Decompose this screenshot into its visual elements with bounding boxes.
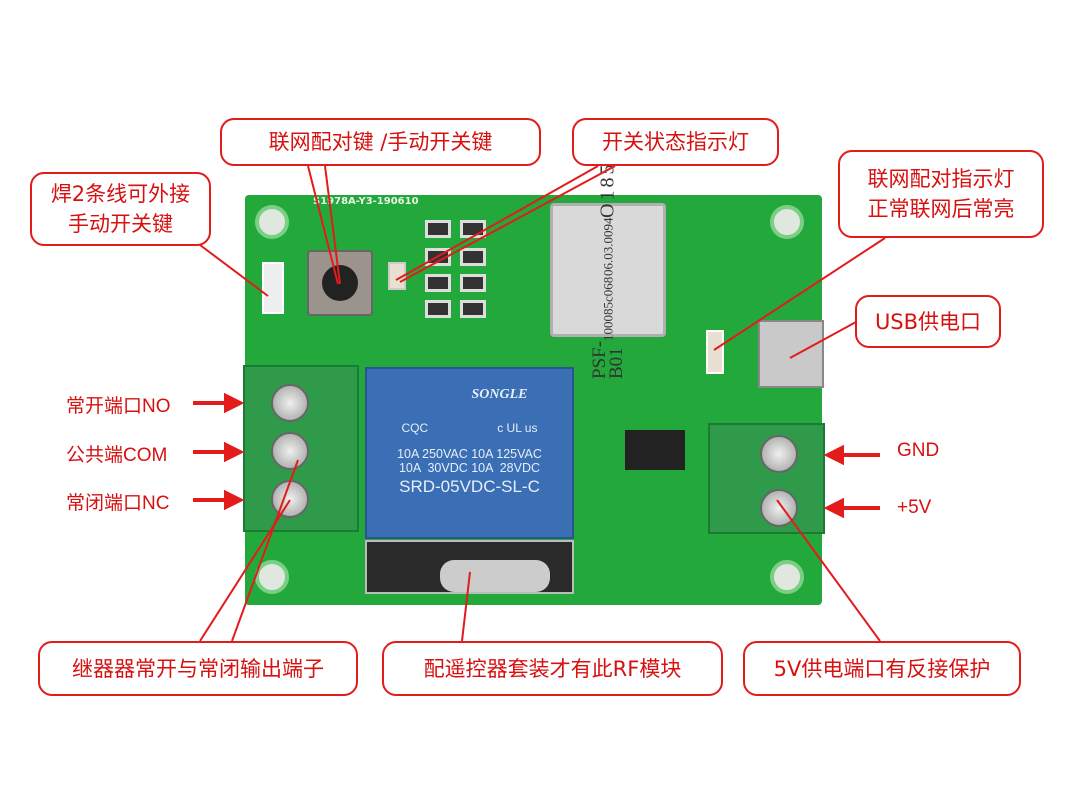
callout-relay-terminals: 继器器常开与常闭输出端子 bbox=[38, 641, 358, 696]
mount-hole bbox=[255, 560, 289, 594]
callout-rf-module: 配遥控器套装才有此RF模块 bbox=[382, 641, 723, 696]
smd-part bbox=[425, 274, 451, 292]
callout-text: 联网配对指示灯 bbox=[867, 167, 1015, 191]
smd-part bbox=[460, 248, 486, 266]
screw-com[interactable] bbox=[271, 432, 309, 470]
relay-rating-1: 10A 250VAC 10A 125VAC bbox=[397, 447, 542, 461]
callout-external-switch: 焊2条线可外接 手动开关键 bbox=[30, 172, 211, 246]
callout-text: 焊2条线可外接 bbox=[50, 182, 191, 206]
screw-gnd[interactable] bbox=[760, 435, 798, 473]
voltage-regulator bbox=[625, 430, 685, 470]
mount-hole bbox=[770, 205, 804, 239]
pcb-code: S1978A-Y3-190610 bbox=[313, 196, 419, 207]
external-switch-pads bbox=[262, 262, 284, 314]
label-5v: +5V bbox=[897, 497, 932, 518]
mount-hole bbox=[770, 560, 804, 594]
relay-certs: CQC c UL us bbox=[367, 421, 572, 435]
smd-part bbox=[425, 300, 451, 318]
relay-brand: SONGLE bbox=[471, 387, 528, 402]
callout-pair-led: 联网配对指示灯 正常联网后常亮 bbox=[838, 150, 1044, 238]
smd-part bbox=[460, 300, 486, 318]
pair-led bbox=[706, 330, 724, 374]
ul-mark: c UL us bbox=[497, 421, 538, 435]
relay-terminal-block bbox=[243, 365, 359, 532]
relay-model: SRD-05VDC-SL-C bbox=[399, 477, 540, 496]
cqc-mark: CQC bbox=[401, 421, 429, 435]
power-terminal-block bbox=[708, 423, 825, 534]
relay-rating-2: 10A 30VDC 10A 28VDC bbox=[398, 461, 541, 475]
label-gnd: GND bbox=[897, 440, 940, 461]
label-no: 常开端口NO bbox=[66, 396, 171, 417]
usb-port[interactable] bbox=[758, 320, 824, 388]
callout-text: 手动开关键 bbox=[68, 212, 173, 236]
callout-power-protect: 5V供电端口有反接保护 bbox=[743, 641, 1021, 696]
label-com: 公共端COM bbox=[66, 445, 168, 466]
screw-no[interactable] bbox=[271, 384, 309, 422]
screw-nc[interactable] bbox=[271, 480, 309, 518]
relay: SONGLE CQC c UL us 10A 250VAC 10A 125VAC… bbox=[365, 367, 574, 539]
callout-status-led: 开关状态指示灯 bbox=[572, 118, 779, 166]
rf-crystal bbox=[440, 560, 550, 592]
callout-text: 正常联网后常亮 bbox=[867, 197, 1015, 221]
label-nc: 常闭端口NC bbox=[66, 493, 170, 514]
callout-usb: USB供电口 bbox=[855, 295, 1001, 348]
mount-hole bbox=[255, 205, 289, 239]
callout-pair-button: 联网配对键 /手动开关键 bbox=[220, 118, 541, 166]
smd-part bbox=[425, 220, 451, 238]
smd-part bbox=[460, 274, 486, 292]
